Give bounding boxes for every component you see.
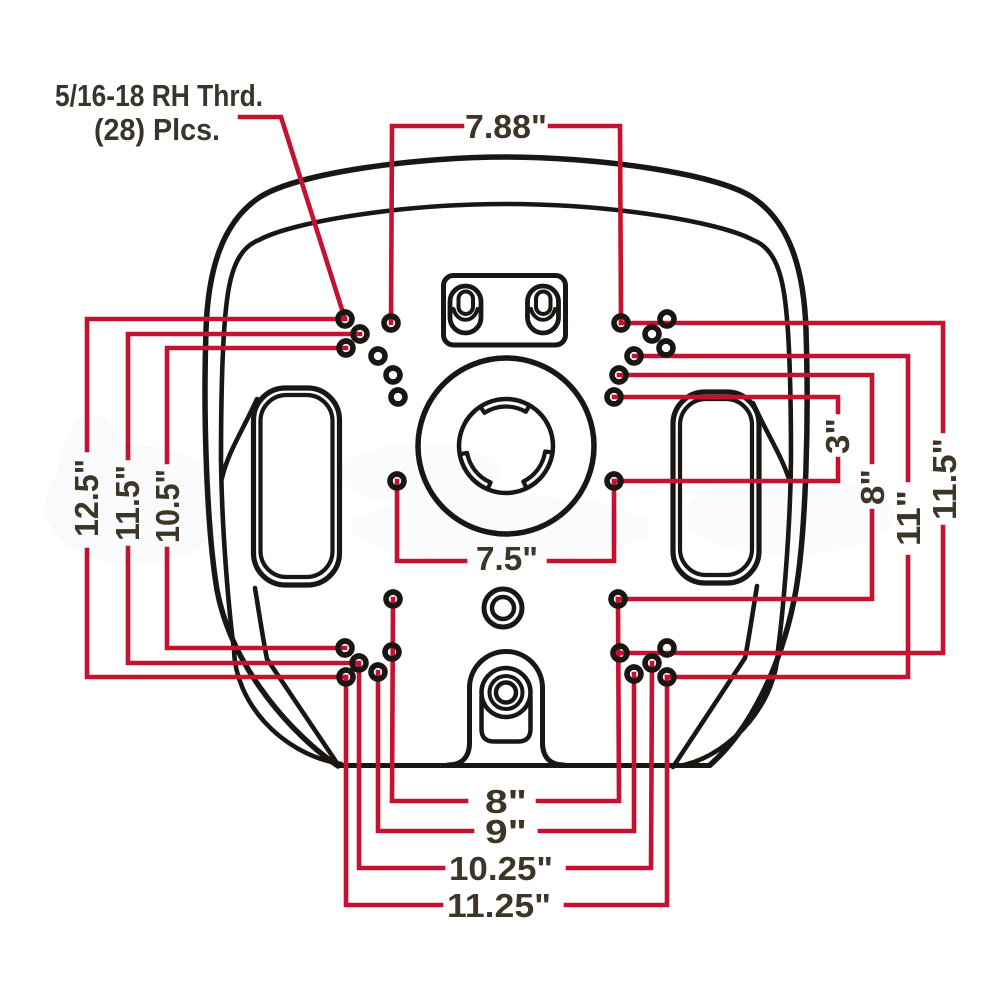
bolt-hole-ring (657, 638, 677, 658)
dim-bottom-4-label: 11.25" (447, 887, 551, 924)
top-plate (441, 273, 568, 348)
thread-note-line1: 5/16-18 RH Thrd. (55, 78, 263, 113)
bolt-hole-ring (608, 589, 628, 609)
pivot-bushing-inner (493, 680, 519, 705)
bolt-hole-ring (368, 346, 388, 366)
bolt-hole-ring (642, 653, 662, 673)
labels: 5/16-18 RH Thrd. (28) Plcs. 7.88" 12.5" … (55, 78, 963, 924)
bolt-hole-ring (624, 664, 644, 684)
bolt-hole-ring (349, 653, 369, 673)
left-rail-inner (258, 392, 335, 580)
hub-inner-ring (456, 396, 556, 496)
bolt-hole-ring (624, 346, 644, 366)
bolt-hole-ring (383, 365, 403, 385)
dim-right-4-label: 11.5" (926, 438, 963, 520)
hub-top-tab (478, 403, 532, 415)
dim-left-1-label: 12.5" (68, 459, 105, 537)
dim-right-4-lines (617, 320, 946, 656)
bolt-hole-ring (335, 309, 355, 329)
dim-left-3-label: 10.5" (149, 469, 186, 543)
bolt-hole-ring (368, 662, 388, 682)
dim-right-3-label: 11" (890, 490, 927, 546)
dim-bottom-3-label: 10.25" (449, 850, 553, 887)
seat-inner-outline (218, 201, 794, 768)
dim-center-width-label: 7.5" (476, 540, 538, 577)
bolt-hole-ring (604, 387, 624, 407)
thread-note-line2: (28) Plcs. (94, 112, 220, 147)
top-plate-slot-right-hole (534, 289, 553, 316)
bolt-hole-ring (335, 638, 355, 658)
dim-bottom-1-lines (389, 596, 622, 804)
center-grommet-inner (489, 594, 517, 622)
bolt-hole-ring (642, 324, 662, 344)
bolt-hole-ring (383, 589, 403, 609)
dim-bottom-1-label: 8" (485, 783, 527, 820)
left-skirt-line (252, 585, 342, 769)
dim-right-1-lines (611, 394, 841, 484)
bolt-hole-ring (609, 365, 629, 385)
hub-lower-left-tab (457, 450, 493, 492)
dim-right-2-lines (615, 372, 875, 602)
bolt-hole-ring (611, 313, 631, 333)
bolt-hole-ring (604, 471, 624, 491)
bolt-hole-ring (657, 309, 677, 329)
hub-outer-circle (415, 355, 597, 537)
right-rail-outer (670, 389, 762, 586)
top-plate-slot-left-arc (451, 307, 480, 322)
dim-bottom-2-lines (375, 669, 637, 834)
dim-top-width-lines (388, 123, 624, 326)
dimension-lines (84, 114, 946, 908)
center-grommet-outer (481, 586, 525, 630)
top-plate-slot-right-arc (529, 307, 557, 322)
dim-top-width-label: 7.88" (465, 108, 547, 145)
dim-left-3-lines (164, 345, 349, 651)
top-plate-slot-left-hole (456, 289, 475, 316)
bolt-hole-rings (335, 309, 677, 687)
dim-bottom-4-lines (343, 674, 670, 908)
dim-left-1-lines (84, 316, 349, 680)
bolt-hole-ring (656, 338, 676, 358)
bolt-hole-ring (387, 471, 407, 491)
seat-outer-outline (202, 154, 810, 769)
dim-bottom-2-label: 9" (485, 813, 527, 850)
left-bolster-sweep (219, 396, 260, 481)
note-leader-line (237, 114, 348, 322)
bolt-hole-ring (336, 667, 356, 687)
dim-left-2-label: 11.5" (109, 465, 146, 541)
pivot-bushing-mid (487, 674, 525, 711)
bolt-hole-ring (610, 643, 630, 663)
dim-right-1-label: 3" (819, 418, 856, 454)
seat-line-art (202, 154, 810, 770)
pivot-bracket-outline (445, 649, 567, 768)
left-rail-outer (250, 385, 343, 588)
dim-right-2-label: 8" (854, 469, 891, 505)
dim-left-2-lines (125, 331, 363, 666)
dim-bottom-3-lines (356, 660, 655, 871)
bolt-hole-ring (382, 642, 402, 662)
bolt-hole-ring (336, 338, 356, 358)
bolt-hole-ring (657, 667, 677, 687)
hub-lower-right-tab (521, 449, 555, 491)
dim-right-3-lines (631, 353, 911, 680)
pivot-pocket (479, 694, 533, 744)
bolt-hole-ring (381, 313, 401, 333)
bolt-hole-ring (388, 387, 408, 407)
top-plate-slot-left (447, 283, 484, 336)
top-plate-slot-right (525, 283, 561, 336)
bolt-hole-ring (350, 324, 370, 344)
dim-center-width-lines (394, 478, 617, 564)
pivot-bushing-outer (479, 665, 533, 720)
